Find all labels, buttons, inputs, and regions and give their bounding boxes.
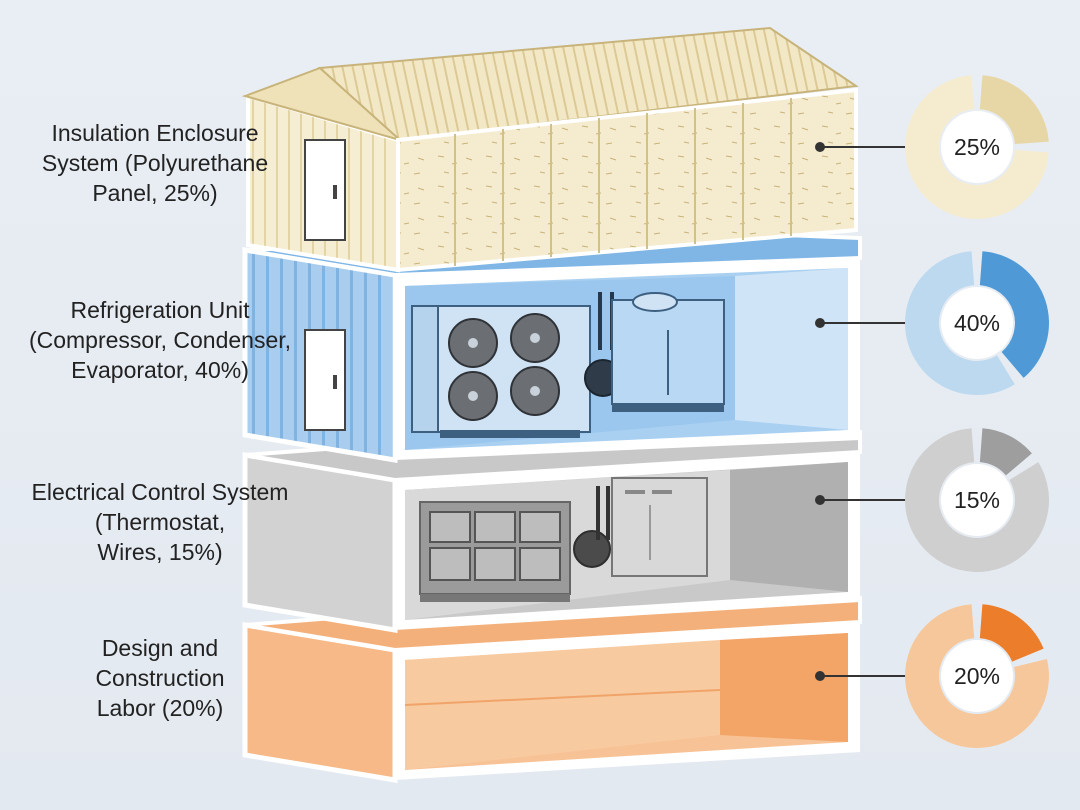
- percent-label: 15%: [953, 486, 1001, 513]
- label-line: Labor (20%): [96, 695, 224, 721]
- donut-center: [941, 111, 1013, 183]
- percent-label: 20%: [953, 662, 1001, 689]
- donut-center: [941, 464, 1013, 536]
- donut-remainder-segment: [905, 428, 1049, 572]
- layer-insulation: [241, 26, 859, 273]
- donut-share-segment: [979, 604, 1044, 662]
- label-line: Design and: [101, 635, 219, 661]
- label-line: Evaporator, 40%): [71, 357, 249, 383]
- donut-share-segment: [979, 251, 1049, 378]
- label-labor: Design and Construction Labor (20%): [10, 633, 310, 723]
- donut-ring: [905, 251, 1049, 395]
- layer-electrical: [242, 417, 862, 633]
- label-insulation: Insulation Enclosure System (Polyurethan…: [20, 118, 290, 208]
- donut-center: [941, 287, 1013, 359]
- label-line: Construction: [95, 665, 225, 691]
- donut-remainder-segment: [905, 75, 1049, 219]
- percent-label: 40%: [953, 309, 1001, 336]
- donut-labor: 20%: [904, 603, 1050, 749]
- percent-label: 25%: [953, 133, 1001, 160]
- donut-ring: [905, 604, 1049, 748]
- donut-remainder-segment: [905, 251, 1015, 395]
- label-line: Refrigeration Unit: [70, 297, 250, 323]
- label-line: Wires, 15%): [97, 539, 223, 565]
- donut-remainder-segment: [905, 604, 1049, 748]
- label-electrical: Electrical Control System (Thermostat, W…: [10, 477, 310, 567]
- donut-ring: [905, 75, 1049, 219]
- label-line: Panel, 25%): [92, 180, 218, 206]
- label-line: Electrical Control System: [31, 479, 289, 505]
- donut-share-segment: [979, 75, 1049, 145]
- label-line: System (Polyurethane: [41, 150, 269, 176]
- donut-insulation: 25%: [904, 74, 1050, 220]
- label-line: (Compressor, Condenser,: [28, 327, 292, 353]
- label-line: (Thermostat,: [94, 509, 226, 535]
- donut-ring: [905, 428, 1049, 572]
- layer-refrigeration: [242, 229, 862, 463]
- donut-center: [941, 640, 1013, 712]
- donut-refrigeration: 40%: [904, 250, 1050, 396]
- leader-lines: [815, 142, 910, 681]
- label-line: Insulation Enclosure: [51, 120, 259, 146]
- donut-electrical: 15%: [904, 427, 1050, 573]
- label-refrigeration: Refrigeration Unit (Compressor, Condense…: [10, 295, 310, 385]
- donut-share-segment: [979, 428, 1032, 476]
